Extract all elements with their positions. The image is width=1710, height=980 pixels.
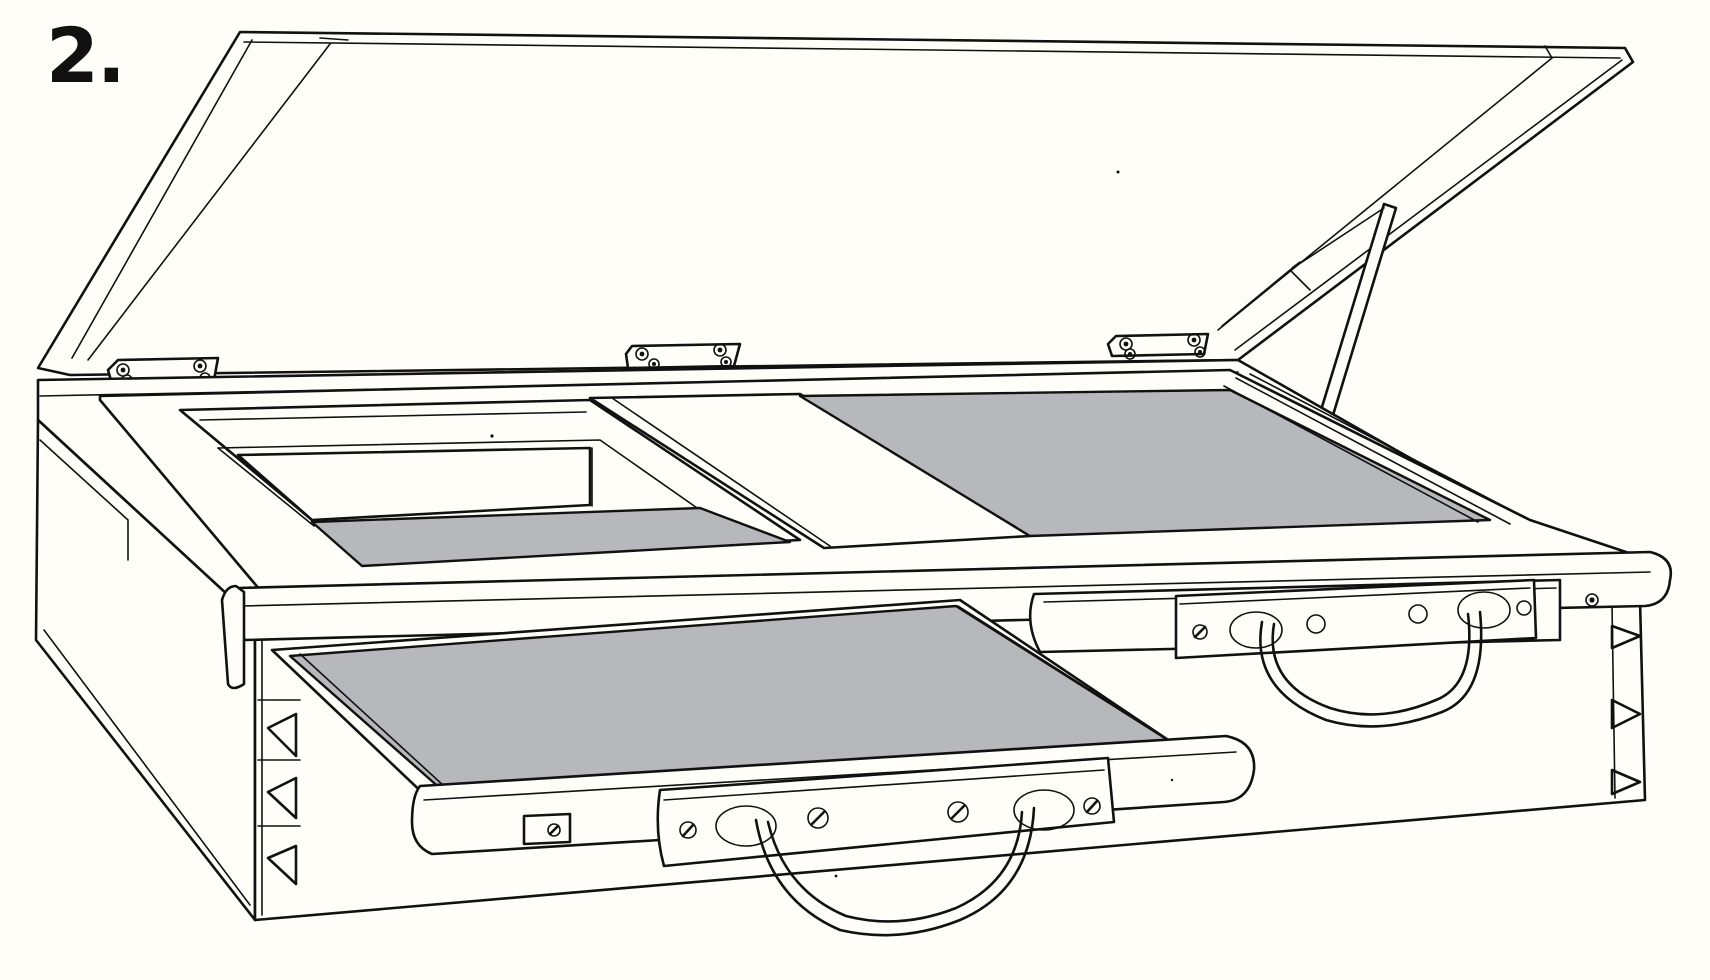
- lid: [36, 30, 1635, 377]
- interior-frame: [98, 368, 1652, 592]
- figure-number: 2.: [46, 11, 126, 100]
- front-rail: [220, 550, 1673, 690]
- hinge-middle: [624, 342, 742, 370]
- right-drawer: [1028, 578, 1562, 728]
- hinge-right: [1106, 332, 1210, 360]
- dovetail-joints-left: [257, 699, 301, 886]
- left-drawer: [270, 598, 1256, 937]
- paper-speckles: [490, 170, 1174, 878]
- dovetail-joints-right: [1610, 624, 1642, 796]
